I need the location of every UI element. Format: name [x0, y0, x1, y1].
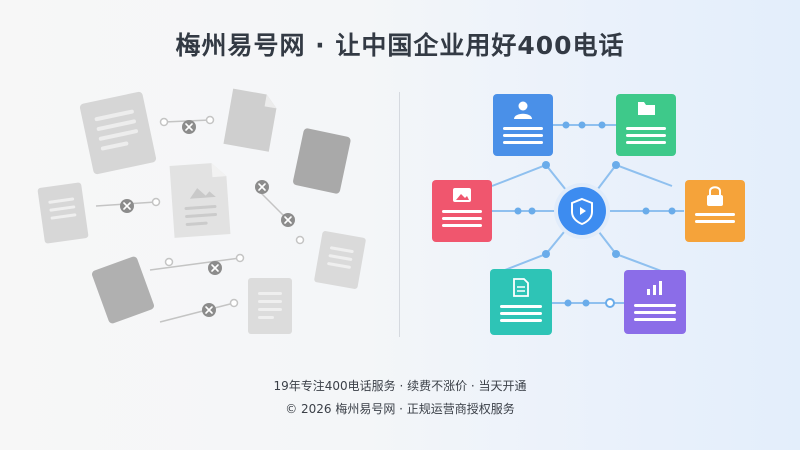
center-divider [399, 92, 400, 337]
folder-icon [638, 102, 655, 115]
lock-icon [707, 186, 723, 206]
folder-card [616, 94, 676, 156]
hub-shield-icon [554, 183, 610, 239]
footer-copyright: © 2026 梅州易号网 · 正规运营商授权服务 [285, 402, 515, 416]
document-card [490, 269, 552, 335]
scattered-doc [79, 91, 157, 175]
footer-tagline: 19年专注400电话服务 · 续费不涨价 · 当天开通 [273, 379, 527, 393]
scattered-doc [293, 128, 351, 194]
bar-chart-icon [647, 281, 662, 295]
scattered-doc [223, 88, 277, 152]
user-card [493, 94, 553, 156]
page-title: 梅州易号网 · 让中国企业用好400电话 [175, 31, 625, 60]
scattered-documents-illustration [37, 88, 366, 334]
scattered-doc [37, 182, 89, 244]
document-icon [513, 278, 529, 297]
scattered-doc [248, 278, 292, 334]
user-icon [514, 101, 532, 119]
bar-chart-card [624, 270, 686, 334]
lock-card [685, 180, 745, 242]
scattered-doc [314, 231, 366, 289]
scattered-doc [169, 163, 231, 238]
scattered-doc [91, 256, 155, 324]
image-card [432, 180, 492, 242]
